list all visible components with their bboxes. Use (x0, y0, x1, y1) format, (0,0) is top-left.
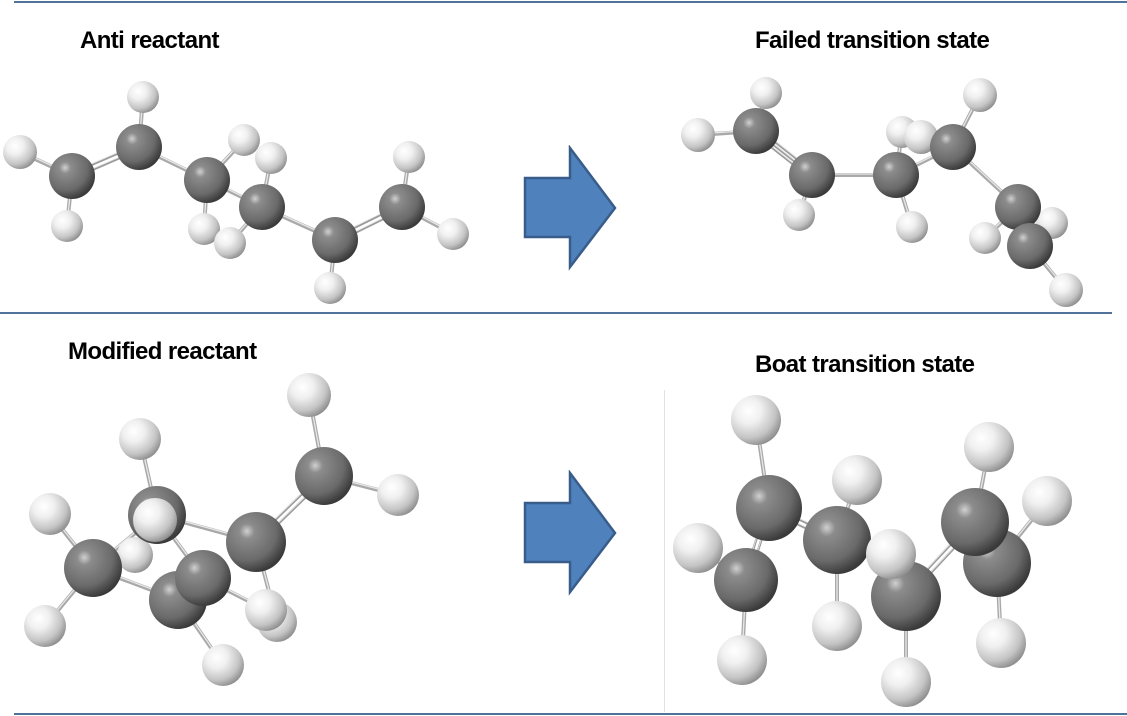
hydrogen-atom (673, 523, 723, 573)
carbon-atom (873, 152, 919, 198)
failed-transition-state-title: Failed transition state (755, 27, 990, 54)
hydrogen-atom (228, 124, 260, 156)
hydrogen-atom (287, 373, 331, 417)
carbon-atom (1007, 223, 1053, 269)
modified-reactant-title: Modified reactant (68, 338, 257, 365)
carbon-atom (49, 153, 95, 199)
hydrogen-atom (245, 589, 287, 631)
hydrogen-atom (214, 227, 246, 259)
middle-divider (0, 312, 1112, 314)
anti-reactant-title: Anti reactant (80, 27, 220, 54)
carbon-atom (226, 512, 286, 572)
hydrogen-atom (963, 78, 997, 112)
hydrogen-atom (117, 537, 153, 573)
carbon-atom (116, 124, 162, 170)
hydrogen-atom (133, 498, 177, 542)
carbon-atom (379, 184, 425, 230)
hydrogen-atom (202, 644, 244, 686)
hydrogen-atom (812, 601, 862, 651)
carbon-atom (736, 475, 802, 541)
hydrogen-atom (896, 211, 928, 243)
boat-transition-state-molecule (673, 395, 1072, 707)
anti-reactant-molecule (3, 81, 469, 304)
hydrogen-atom (969, 222, 1001, 254)
hydrogen-atom (783, 199, 815, 231)
hydrogen-atom (437, 218, 469, 250)
hydrogen-atom (29, 493, 71, 535)
hydrogen-atom (731, 395, 781, 445)
carbon-atom (64, 539, 122, 597)
hydrogen-atom (717, 635, 767, 685)
carbon-atom (733, 108, 779, 154)
hydrogen-atom (255, 142, 287, 174)
hydrogen-atom (750, 77, 782, 109)
hydrogen-atom (3, 135, 37, 169)
carbon-atom (803, 506, 871, 574)
carbon-atom (789, 152, 835, 198)
hydrogen-atom (314, 272, 346, 304)
bonds (43, 393, 400, 667)
hydrogen-atom (866, 529, 916, 579)
boat-transition-state-title: Boat transition state (755, 351, 975, 378)
hydrogen-atom (24, 605, 66, 647)
carbon-atom (941, 488, 1009, 556)
carbon-atom (184, 157, 230, 203)
modified-reactant-molecule (24, 373, 419, 686)
bottom-arrow-icon (523, 470, 617, 596)
hydrogen-atom (681, 118, 715, 152)
hydrogen-atom (881, 657, 931, 707)
carbon-atom (312, 217, 358, 263)
hydrogen-atom (51, 210, 83, 242)
bottom-divider (14, 713, 1127, 715)
carbon-atom (239, 184, 285, 230)
hydrogen-atom (1022, 476, 1072, 526)
hydrogen-atom (904, 120, 938, 154)
carbon-atom (930, 124, 976, 170)
boat-panel-edge (664, 390, 665, 712)
hydrogen-atom (976, 618, 1026, 668)
failed-transition-state-molecule (681, 77, 1083, 307)
hydrogen-atom (1049, 273, 1083, 307)
hydrogen-atom (393, 141, 425, 173)
hydrogen-atom (127, 81, 159, 113)
hydrogen-atom (119, 418, 161, 460)
bottom-arrow-shape (523, 470, 617, 596)
carbon-atom (995, 184, 1041, 230)
carbon-atom (714, 548, 778, 612)
hydrogen-atom (188, 213, 220, 245)
carbon-atom (295, 447, 353, 505)
top-divider (14, 1, 1127, 3)
carbon-atom (175, 550, 231, 606)
top-arrow-shape (523, 145, 617, 271)
hydrogen-atom (964, 422, 1014, 472)
hydrogen-atom (377, 474, 419, 516)
top-arrow-icon (523, 145, 617, 271)
hydrogen-atom (832, 455, 882, 505)
